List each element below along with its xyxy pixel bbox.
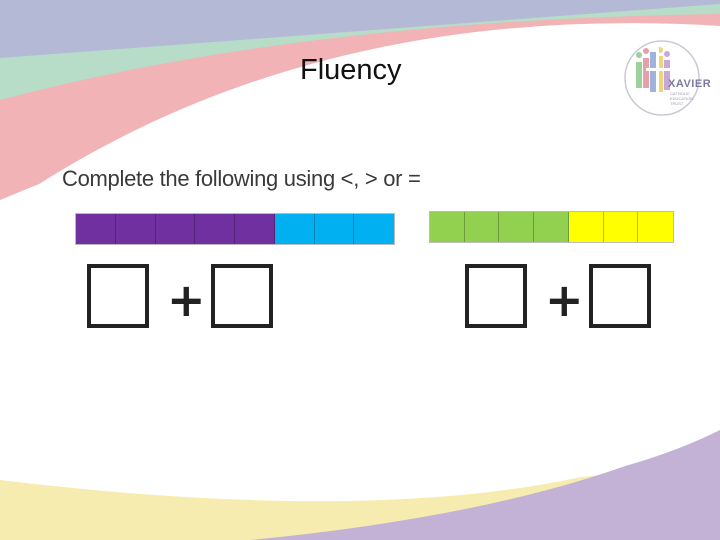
blue-cell — [314, 214, 355, 244]
right-bar-model — [429, 211, 674, 243]
purple-cell — [195, 214, 235, 244]
right-answer-box-2[interactable] — [589, 264, 651, 328]
purple-cell — [76, 214, 116, 244]
right-plus-sign: + — [545, 273, 584, 327]
left-answer-box-2[interactable] — [211, 264, 273, 328]
instruction-text: Complete the following using <, > or = — [62, 166, 421, 191]
logo-sub-line-2: EDUCATION — [670, 96, 694, 101]
left-plus-sign: + — [167, 273, 206, 327]
green-cell — [534, 212, 569, 242]
green-cell — [499, 212, 535, 242]
slide-title: Fluency — [300, 54, 402, 86]
yellow-cell — [638, 212, 673, 242]
purple-cell — [115, 214, 156, 244]
purple-cell — [235, 214, 275, 244]
bg-white-panel — [0, 23, 720, 502]
yellow-cell — [568, 212, 604, 242]
xavier-logo: XAVIER CATHOLIC EDUCATION TRUST — [624, 38, 716, 118]
left-bar-model — [75, 213, 395, 245]
right-answer-box-1[interactable] — [465, 264, 527, 328]
logo-name: XAVIER — [668, 78, 712, 90]
logo-sub-line-3: TRUST — [670, 101, 684, 106]
logo-emblem-icon — [624, 40, 700, 116]
green-cell — [464, 212, 500, 242]
blue-cell — [354, 214, 394, 244]
left-answer-box-1[interactable] — [87, 264, 149, 328]
logo-sub-line-1: CATHOLIC — [670, 91, 690, 96]
blue-cell — [274, 214, 315, 244]
green-cell — [430, 212, 465, 242]
purple-cell — [155, 214, 196, 244]
yellow-cell — [603, 212, 639, 242]
bg-band-purple — [250, 425, 720, 540]
